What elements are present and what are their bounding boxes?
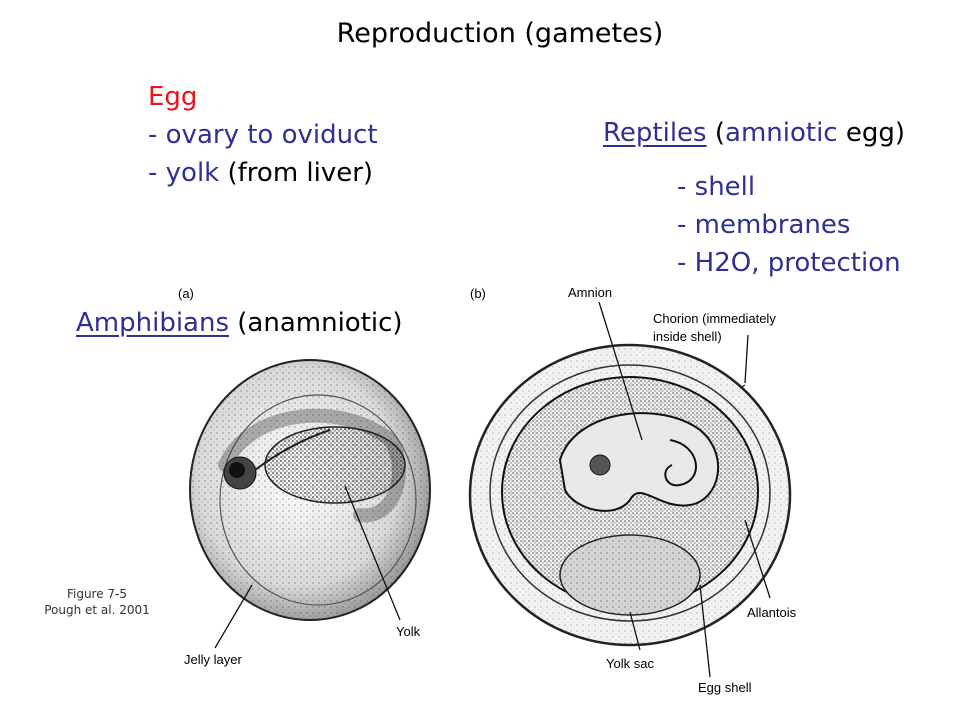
- egg-yolk-label: - yolk: [148, 158, 228, 188]
- reptiles-item-membranes: - membranes: [677, 210, 851, 240]
- reptiles-amniotic: amniotic: [725, 118, 838, 148]
- egg-heading: Egg: [148, 82, 198, 112]
- panel-a-label: (a): [178, 286, 194, 301]
- label-chorion-2: inside shell): [653, 329, 722, 344]
- reptiles-item-protection: - H2O, protection: [677, 248, 901, 278]
- reptiles-list: - shell - membranes - H2O, protection: [677, 168, 901, 282]
- figure-credit-source: Pough et al. 2001: [44, 603, 150, 617]
- egg-yolk-note: (from liver): [227, 158, 374, 188]
- amphibians-word: Amphibians: [76, 308, 230, 338]
- amniotic-egg-illustration: [468, 343, 792, 647]
- reptiles-paren-open: (: [706, 118, 726, 148]
- amphibian-egg-illustration: [189, 359, 431, 621]
- egg-line-yolk: - yolk (from liver): [148, 154, 378, 192]
- label-jelly-layer: Jelly layer: [184, 652, 242, 667]
- label-amnion: Amnion: [568, 285, 612, 300]
- label-allantois: Allantois: [747, 605, 797, 620]
- page-title: Reproduction (gametes): [336, 18, 664, 49]
- figure-leader-lines: [214, 301, 771, 678]
- label-yolk-sac: Yolk sac: [606, 656, 654, 671]
- label-chorion-1: Chorion (immediately: [653, 311, 776, 326]
- label-yolk: Yolk: [396, 624, 421, 639]
- reptiles-item-shell: - shell: [677, 172, 756, 202]
- label-egg-shell: Egg shell: [698, 680, 752, 695]
- amphibians-note: (anamniotic): [229, 308, 403, 338]
- figure-credit-number: Figure 7-5: [66, 587, 128, 601]
- egg-line-ovary: - ovary to oviduct: [148, 120, 378, 150]
- reptiles-word: Reptiles: [603, 118, 707, 148]
- reptiles-egg: egg): [837, 118, 906, 148]
- reptiles-heading: Reptiles (amniotic egg): [603, 118, 905, 148]
- egg-text-block: Egg - ovary to oviduct - yolk (from live…: [148, 78, 378, 192]
- figure-credit: Figure 7-5 Pough et al. 2001: [32, 586, 162, 618]
- panel-b-label: (b): [470, 286, 486, 301]
- amphibians-heading: Amphibians (anamniotic): [76, 308, 403, 338]
